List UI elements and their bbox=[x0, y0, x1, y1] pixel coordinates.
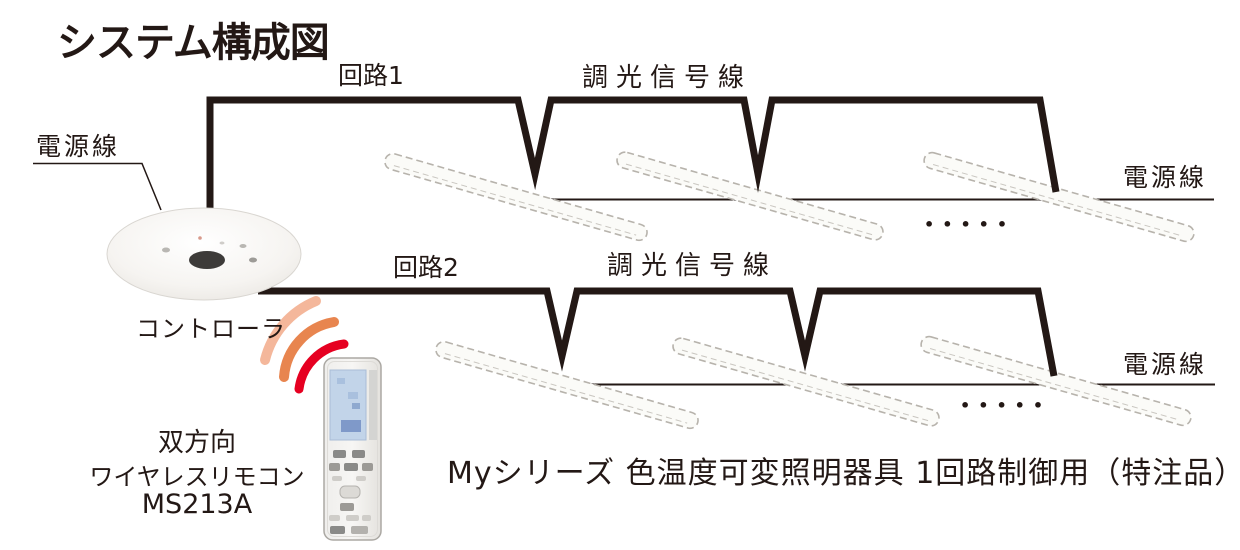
svg-text:双方向: 双方向 bbox=[158, 428, 236, 458]
circuit2-label: 回路2 bbox=[393, 253, 459, 282]
power-line-left-label: 電源線 bbox=[36, 132, 120, 161]
controller-label: コントローラ bbox=[136, 315, 286, 343]
leader-line bbox=[33, 162, 162, 211]
circuit1-label: 回路1 bbox=[338, 61, 404, 90]
remote-label: 双方向 ワイヤレスリモコン MS213A bbox=[89, 428, 304, 520]
page-title: システム構成図 bbox=[57, 20, 329, 66]
light-fixture bbox=[923, 151, 1195, 243]
light-fixture bbox=[672, 337, 940, 427]
power-line-right-label-row1: 電源線 bbox=[1123, 163, 1207, 192]
dimming-signal-label-row2: 調光信号線 bbox=[607, 251, 777, 281]
circuit1-line bbox=[206, 96, 1060, 212]
controller-device bbox=[106, 207, 302, 301]
circuit2-line bbox=[258, 287, 1058, 377]
svg-text:ワイヤレスリモコン: ワイヤレスリモコン bbox=[89, 463, 304, 491]
light-fixture bbox=[435, 340, 699, 430]
continuation-dots: ••••• bbox=[924, 215, 1015, 234]
remote-control bbox=[323, 357, 382, 541]
light-fixture bbox=[920, 335, 1192, 427]
power-line-right-label-row2: 電源線 bbox=[1123, 350, 1207, 379]
controller-sensor bbox=[189, 251, 225, 269]
product-caption: Myシリーズ 色温度可変照明器具 1回路制御用（特注品） bbox=[447, 456, 1240, 491]
dimming-signal-label-row1: 調光信号線 bbox=[582, 63, 752, 93]
continuation-dots: ••••• bbox=[960, 396, 1051, 415]
svg-text:MS213A: MS213A bbox=[142, 489, 253, 520]
light-fixture bbox=[616, 151, 884, 241]
wireless-waves-icon bbox=[260, 296, 349, 394]
light-fixture bbox=[384, 152, 648, 242]
